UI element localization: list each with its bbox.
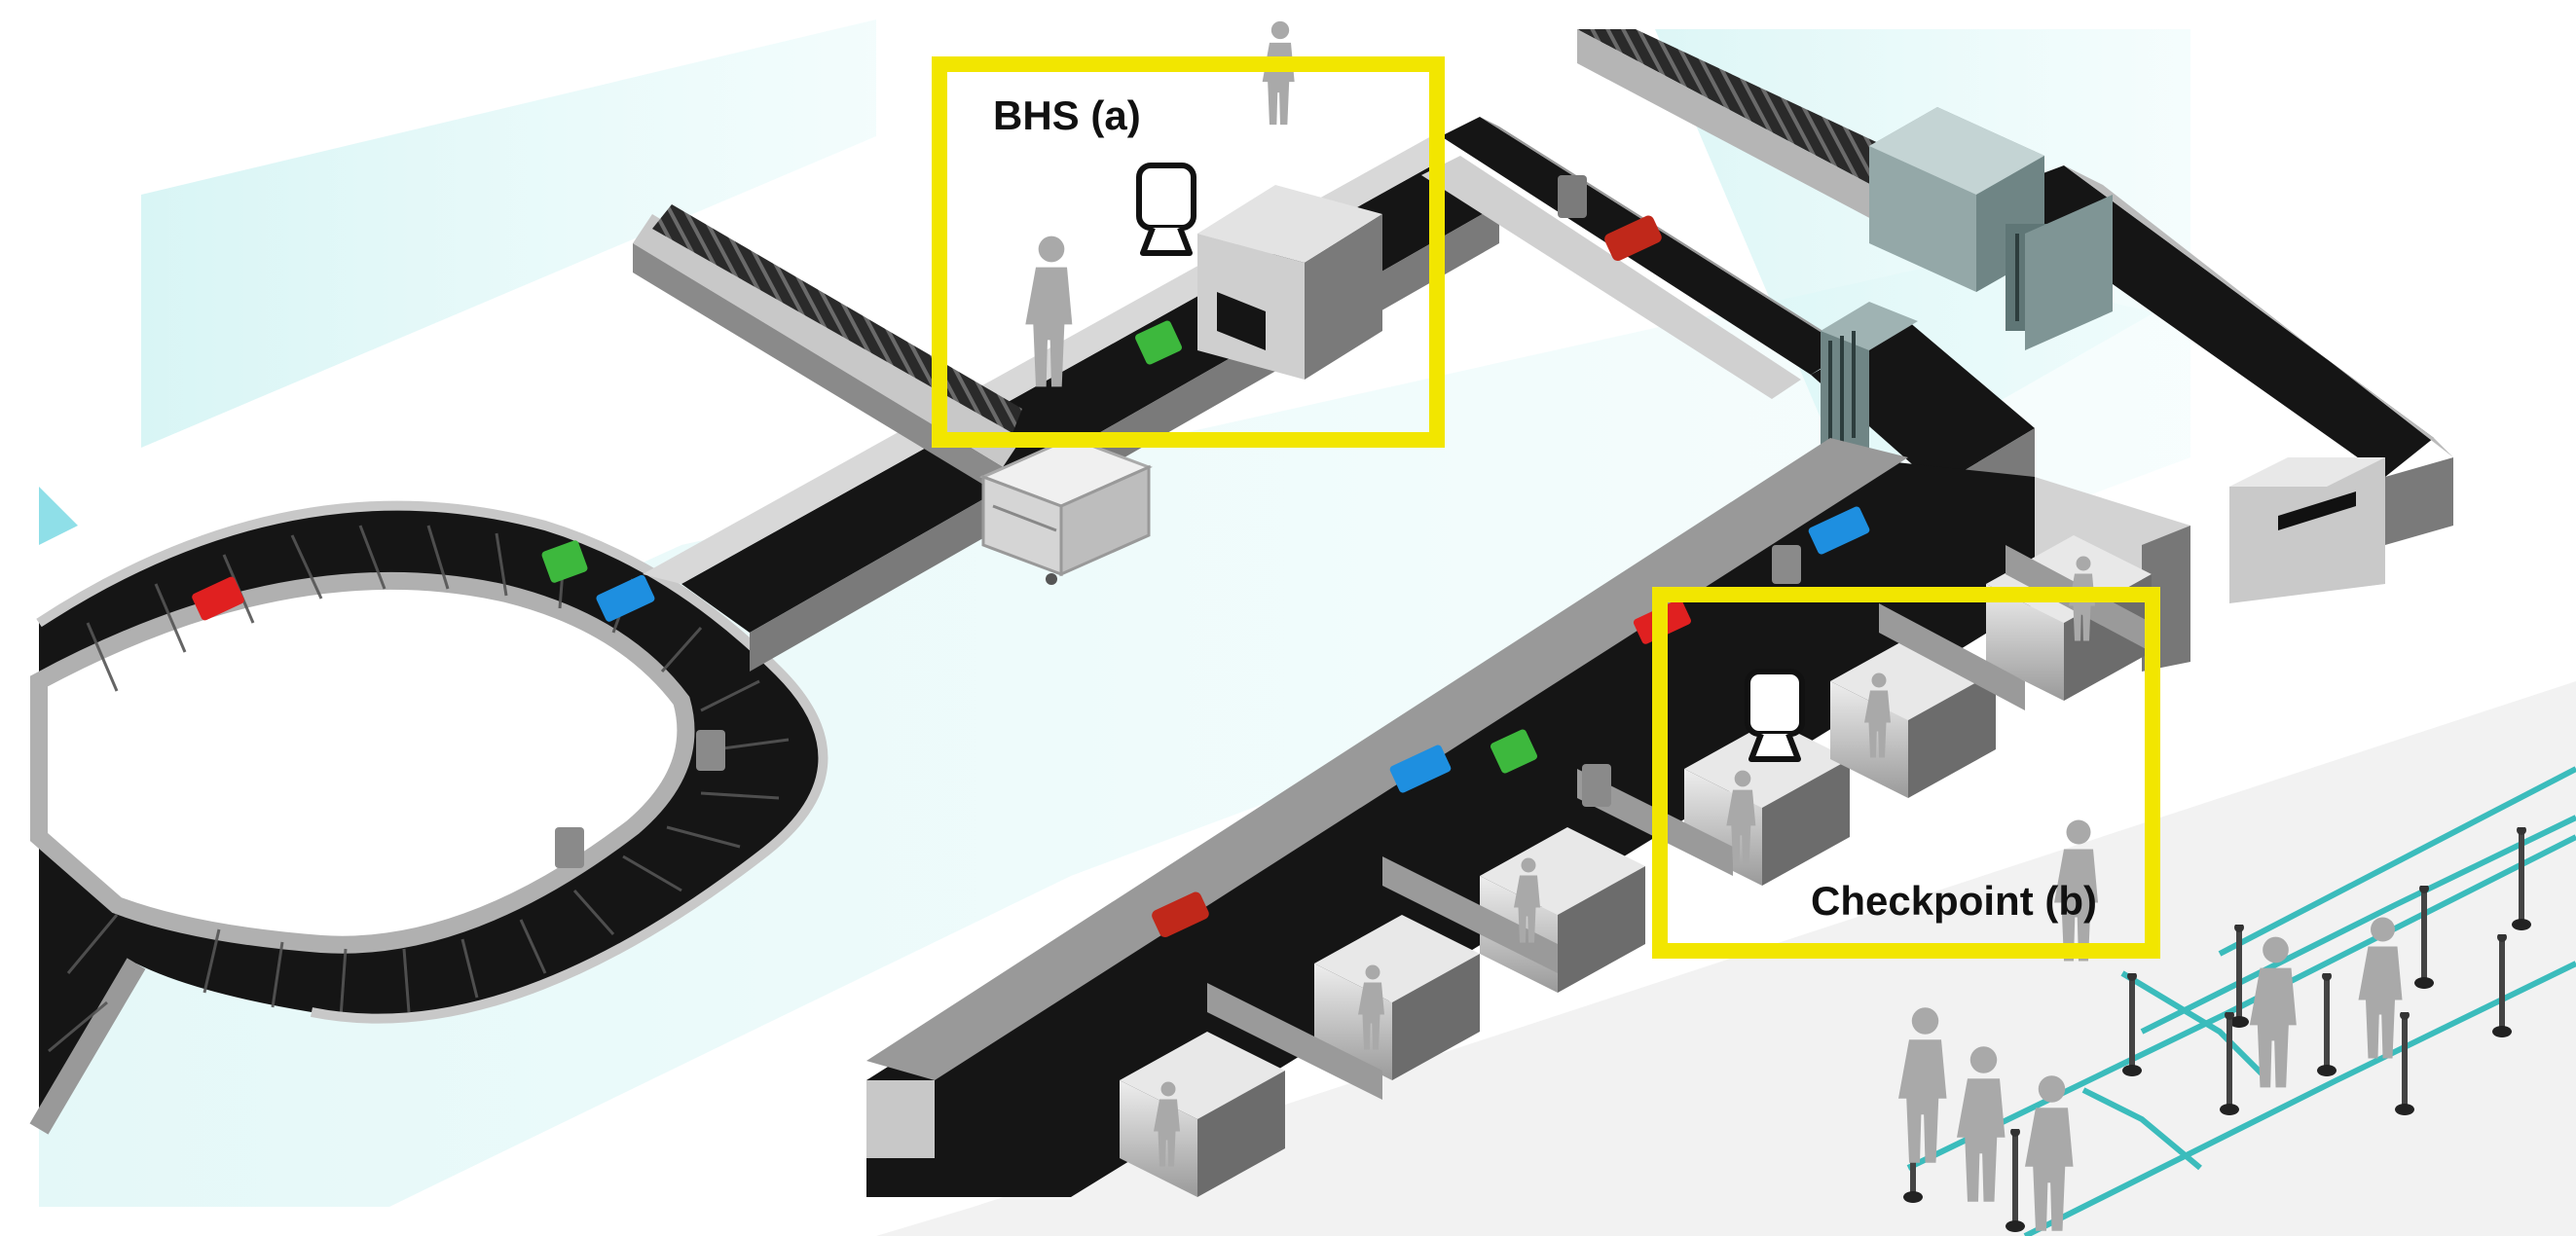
checkin-counters (1120, 535, 2152, 1197)
bag-blue (1389, 745, 1452, 793)
checkpoint-label: Checkpoint (b) (1811, 878, 2097, 924)
bag-gray (1582, 764, 1611, 807)
bag-gray (1772, 545, 1801, 584)
bhs-highlight-box (932, 56, 1445, 448)
queue-barriers (1906, 766, 2576, 1236)
bag-green (541, 540, 588, 583)
bag-green (1135, 320, 1182, 365)
bag-gray (555, 827, 584, 868)
checkpoint-highlight-box (1652, 587, 2160, 959)
bhs-scanner-box (1197, 185, 1382, 380)
bag-blue (596, 574, 655, 622)
bag-blue (1808, 506, 1870, 555)
scanner-icon (1136, 163, 1196, 256)
baggage-carousel (29, 500, 828, 1135)
bag-red (192, 576, 244, 621)
bag-orange (1152, 891, 1209, 938)
person (1262, 20, 1295, 126)
xray-machine-top (1821, 107, 2113, 457)
bag-gray (1558, 175, 1587, 218)
roller-conveyor-left (633, 204, 1022, 496)
bag-orange (1604, 215, 1662, 262)
baggage-cart (979, 436, 1153, 585)
bag-gray (696, 730, 725, 771)
scanner-icon (1745, 669, 1805, 762)
bhs-label: BHS (a) (993, 92, 1141, 138)
bag-green (1490, 729, 1537, 774)
bags (192, 175, 1870, 938)
